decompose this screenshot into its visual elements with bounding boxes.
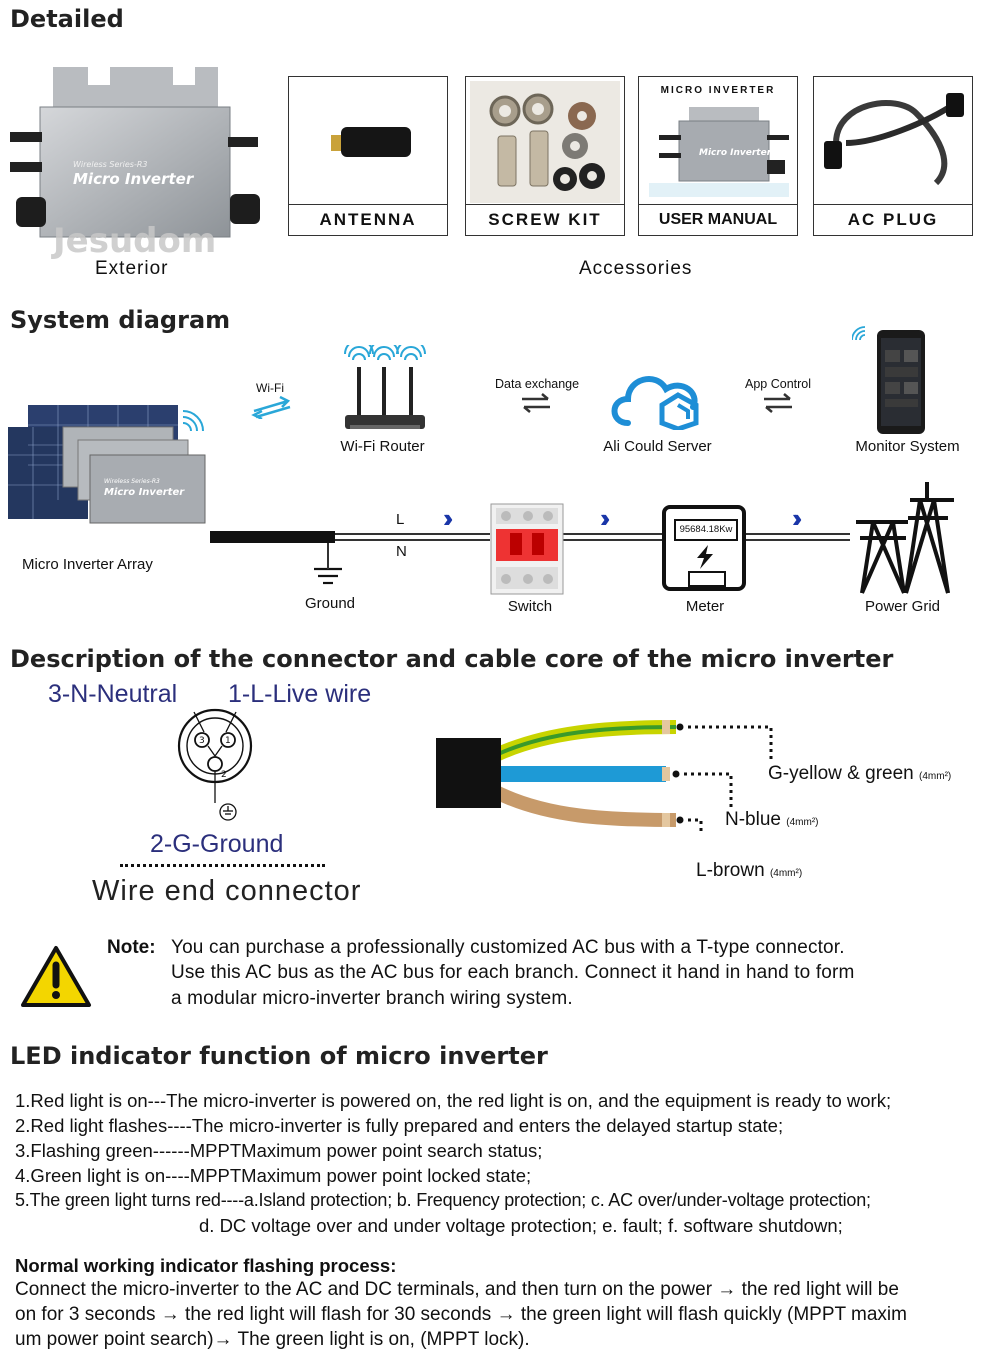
svg-text:Micro Inverter: Micro Inverter bbox=[104, 487, 185, 498]
note-line2: Use this AC bus as the AC bus for each b… bbox=[171, 962, 855, 983]
led-item-2: 2.Red light flashes----The micro-inverte… bbox=[15, 1115, 784, 1136]
watermark: Jesudom bbox=[51, 221, 216, 261]
core-label-n: N-blue (4mm²) bbox=[725, 809, 819, 830]
pin-label-live: 1-L-Live wire bbox=[228, 680, 372, 708]
accessories-caption: Accessories bbox=[579, 258, 693, 279]
lightning-icon bbox=[697, 545, 713, 569]
antenna-icon bbox=[331, 127, 411, 157]
pin-label-ground: 2-G-Ground bbox=[150, 830, 284, 858]
connector-pinout-icon: 3 1 2 bbox=[177, 708, 253, 821]
process-line-2: on for 3 seconds → the red light will fl… bbox=[15, 1304, 907, 1325]
line-label-l: L bbox=[396, 511, 405, 528]
cloud-server-icon bbox=[611, 376, 699, 430]
pin-2: 2 bbox=[221, 770, 227, 780]
svg-text:Micro Inverter: Micro Inverter bbox=[699, 148, 772, 158]
wire-end-connector-title: Wire end connector bbox=[92, 875, 362, 907]
manual-header: MICRO INVERTER bbox=[660, 85, 776, 96]
label-app-control: App Control bbox=[745, 377, 812, 391]
svg-text:Wireless Series-R3: Wireless Series-R3 bbox=[104, 478, 160, 485]
label-switch: Switch bbox=[507, 598, 553, 615]
process-title: Normal working indicator flashing proces… bbox=[15, 1255, 397, 1276]
screw-kit-icon bbox=[470, 81, 620, 203]
micro-inverter-array-image: Wireless Series-R3 Micro Inverter bbox=[8, 405, 206, 524]
exterior-caption: Exterior bbox=[95, 258, 169, 279]
label-wifi: Wi-Fi bbox=[256, 381, 284, 395]
section-title-detailed: Detailed bbox=[10, 5, 124, 33]
manual-product-icon: Micro Inverter bbox=[649, 107, 789, 197]
process-line-1: Connect the micro-inverter to the AC and… bbox=[15, 1279, 899, 1300]
led-item-5-cont: d. DC voltage over and under voltage pro… bbox=[199, 1215, 843, 1236]
monitor-phone-icon bbox=[852, 326, 925, 434]
wifi-exchange-arrows-icon bbox=[251, 395, 291, 419]
power-grid-tower-icon bbox=[856, 482, 954, 594]
flow-arrow-icon: ›› bbox=[600, 503, 611, 533]
micro-inverter-exterior-image: Wireless Series-R3 Micro Inverter Jesudo… bbox=[10, 67, 260, 261]
note-line3: a modular micro-inverter branch wiring s… bbox=[171, 988, 573, 1009]
note-line1: You can purchase a professionally custom… bbox=[171, 937, 845, 958]
label-server: Ali Could Server bbox=[603, 438, 712, 455]
accessory-label-antenna: ANTENNA bbox=[289, 204, 447, 235]
section-title-led: LED indicator function of micro inverter bbox=[10, 1042, 548, 1070]
accessory-user-manual: MICRO INVERTER Micro Inverter USER MANUA… bbox=[638, 76, 798, 236]
led-item-4: 4.Green light is on----MPPTMaximum power… bbox=[15, 1165, 532, 1186]
label-router: Wi-Fi Router bbox=[340, 438, 425, 455]
accessory-label-user-manual: USER MANUAL bbox=[639, 204, 797, 235]
meter-icon: 95684.18Kw bbox=[662, 505, 746, 591]
label-data-exchange: Data exchange bbox=[495, 377, 580, 391]
section-title-connector: Description of the connector and cable c… bbox=[10, 645, 894, 673]
accessory-label-ac-plug: AC PLUG bbox=[814, 204, 972, 235]
label-meter: Meter bbox=[685, 598, 725, 615]
led-item-5: 5.The green light turns red----a.Island … bbox=[15, 1190, 871, 1210]
cable-cores-illustration bbox=[436, 720, 773, 834]
exterior-line2: Micro Inverter bbox=[73, 170, 195, 188]
accessory-label-screw-kit: SCREW KIT bbox=[466, 204, 624, 235]
meter-reading: 95684.18Kw bbox=[674, 519, 738, 541]
core-label-l: L-brown (4mm²) bbox=[696, 860, 803, 881]
label-ground: Ground bbox=[304, 595, 356, 612]
label-grid: Power Grid bbox=[864, 598, 941, 615]
led-item-3: 3.Flashing green------MPPTMaximum power … bbox=[15, 1140, 543, 1161]
accessory-ac-plug: AC PLUG bbox=[813, 76, 973, 236]
circuit-switch-icon bbox=[490, 503, 564, 595]
exterior-line1: Wireless Series-R3 bbox=[73, 160, 148, 169]
led-item-1: 1.Red light is on---The micro-inverter i… bbox=[15, 1090, 892, 1111]
label-monitor: Monitor System bbox=[855, 438, 960, 455]
dotted-separator bbox=[120, 864, 325, 867]
flow-arrow-icon: ›› bbox=[792, 503, 803, 533]
note-title: Note: bbox=[107, 937, 156, 958]
accessory-screw-kit: SCREW KIT bbox=[465, 76, 625, 236]
power-line-diagram bbox=[210, 531, 850, 585]
accessory-antenna: ANTENNA bbox=[288, 76, 448, 236]
line-label-n: N bbox=[396, 543, 407, 560]
core-label-g: G-yellow & green (4mm²) bbox=[768, 763, 952, 784]
ac-plug-cable-icon bbox=[824, 93, 964, 186]
pin-3: 3 bbox=[199, 736, 205, 746]
data-exchange-arrows-icon bbox=[522, 393, 550, 413]
flow-arrow-icon: ›› bbox=[443, 503, 454, 533]
process-line-3: um power point search)→ The green light … bbox=[15, 1329, 530, 1350]
wifi-router-icon bbox=[344, 345, 426, 429]
pin-1: 1 bbox=[225, 736, 231, 746]
warning-icon bbox=[21, 946, 91, 1007]
section-title-system: System diagram bbox=[10, 306, 231, 334]
pin-label-neutral: 3-N-Neutral bbox=[48, 680, 178, 708]
app-control-arrows-icon bbox=[764, 393, 792, 413]
label-array: Micro Inverter Array bbox=[22, 556, 153, 573]
